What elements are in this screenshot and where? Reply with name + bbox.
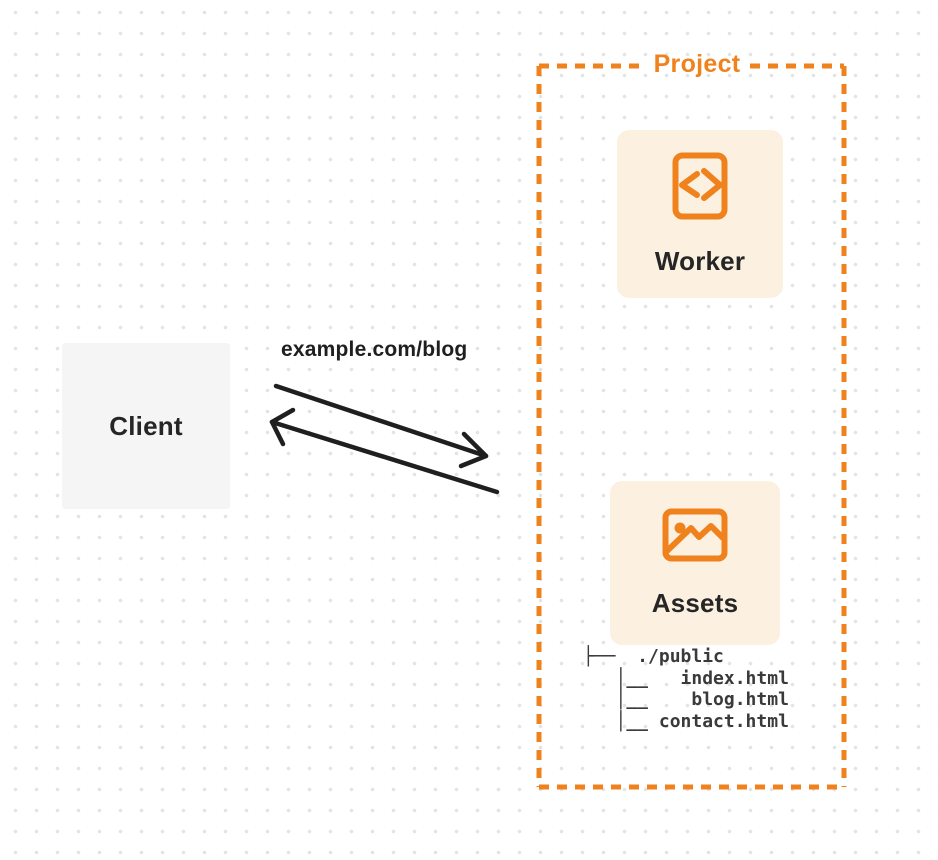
- response-arrow: [269, 407, 500, 495]
- assets-label: Assets: [651, 587, 739, 618]
- client-node: Client: [62, 343, 230, 509]
- assets-file-tree: ├── ./public │__ index.html │__ blog.htm…: [583, 646, 789, 732]
- assets-node: Assets: [610, 481, 780, 645]
- code-file-icon: [672, 152, 728, 220]
- request-url-label: example.com/blog: [281, 338, 468, 361]
- worker-label: Worker: [654, 245, 746, 276]
- project-label: Project: [653, 50, 741, 78]
- client-label: Client: [109, 410, 183, 441]
- image-icon: [662, 508, 728, 562]
- request-arrow: [273, 383, 489, 469]
- worker-node: Worker: [617, 130, 783, 298]
